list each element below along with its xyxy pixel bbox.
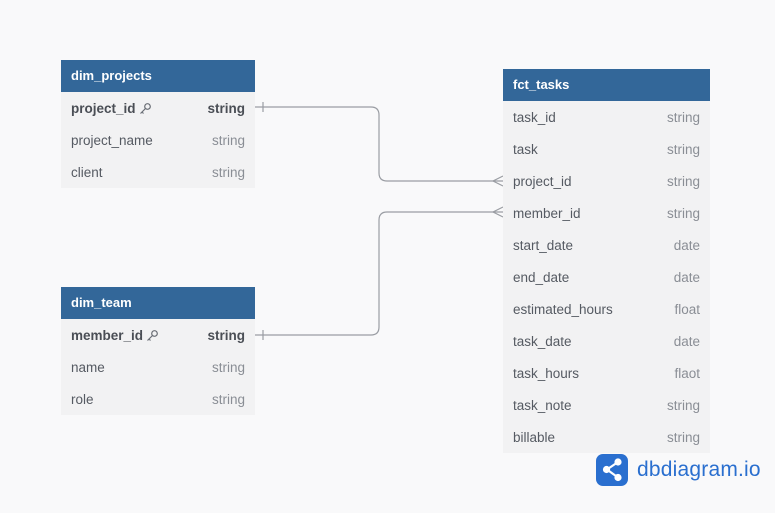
field-name: end_date (513, 269, 570, 285)
table-row[interactable]: project_id string (61, 92, 255, 124)
field-type: date (673, 269, 700, 285)
table-row[interactable]: task_date date (503, 325, 710, 357)
field-name: member_id (513, 205, 581, 221)
field-type: string (207, 100, 245, 116)
table-row[interactable]: end_date date (503, 261, 710, 293)
field-name: estimated_hours (513, 301, 613, 317)
field-type: string (211, 359, 245, 375)
field-type: string (666, 141, 700, 157)
field-name: task_date (513, 333, 572, 349)
field-name: task_hours (513, 365, 580, 381)
field-name: task_id (513, 109, 556, 125)
relationship-line-member-id (255, 211, 503, 336)
table-row[interactable]: role string (61, 383, 255, 415)
field-type: float (674, 301, 700, 317)
field-type: string (666, 397, 700, 413)
field-name: client (71, 164, 103, 180)
table-dim-projects[interactable]: dim_projects project_id string project_n… (61, 60, 255, 188)
field-name: role (71, 391, 94, 407)
dbdiagram-logo-icon (596, 454, 628, 486)
field-type: string (666, 205, 700, 221)
field-type: date (673, 333, 700, 349)
dbdiagram-logo[interactable]: dbdiagram.io (596, 454, 761, 486)
field-name: member_id (71, 327, 144, 343)
key-icon (139, 103, 151, 115)
field-type: string (211, 132, 245, 148)
table-row[interactable]: project_name string (61, 124, 255, 156)
table-dim-team[interactable]: dim_team member_id string name string ro… (61, 287, 255, 415)
many-marker-member-id (491, 206, 504, 218)
table-row[interactable]: task string (503, 133, 710, 165)
table-row[interactable]: task_id string (503, 101, 710, 133)
field-name: task (513, 141, 538, 157)
table-row[interactable]: member_id string (61, 319, 255, 351)
field-name: name (71, 359, 105, 375)
relationship-line-project-id (255, 106, 503, 182)
brand-text: dbdiagram.io (637, 458, 761, 481)
table-row[interactable]: client string (61, 156, 255, 188)
field-name: start_date (513, 237, 574, 253)
field-type: string (211, 164, 245, 180)
table-row[interactable]: task_note string (503, 389, 710, 421)
table-row[interactable]: estimated_hours float (503, 293, 710, 325)
field-name: billable (513, 429, 556, 445)
table-row[interactable]: start_date date (503, 229, 710, 261)
field-type: string (666, 173, 700, 189)
table-header[interactable]: fct_tasks (503, 69, 710, 101)
field-name: project_id (513, 173, 572, 189)
table-header[interactable]: dim_projects (61, 60, 255, 92)
field-type: string (211, 391, 245, 407)
field-type: flaot (674, 365, 700, 381)
field-type: date (673, 237, 700, 253)
table-row[interactable]: member_id string (503, 197, 710, 229)
key-icon (147, 330, 158, 342)
field-name: project_id (71, 100, 136, 116)
table-row[interactable]: project_id string (503, 165, 710, 197)
table-row[interactable]: task_hours flaot (503, 357, 710, 389)
field-type: string (666, 109, 700, 125)
field-type: string (666, 429, 700, 445)
table-row[interactable]: name string (61, 351, 255, 383)
field-name: project_name (71, 132, 153, 148)
field-type: string (207, 327, 245, 343)
table-row[interactable]: billable string (503, 421, 710, 453)
many-marker-project-id (491, 175, 504, 187)
table-header[interactable]: dim_team (61, 287, 255, 319)
field-name: task_note (513, 397, 572, 413)
